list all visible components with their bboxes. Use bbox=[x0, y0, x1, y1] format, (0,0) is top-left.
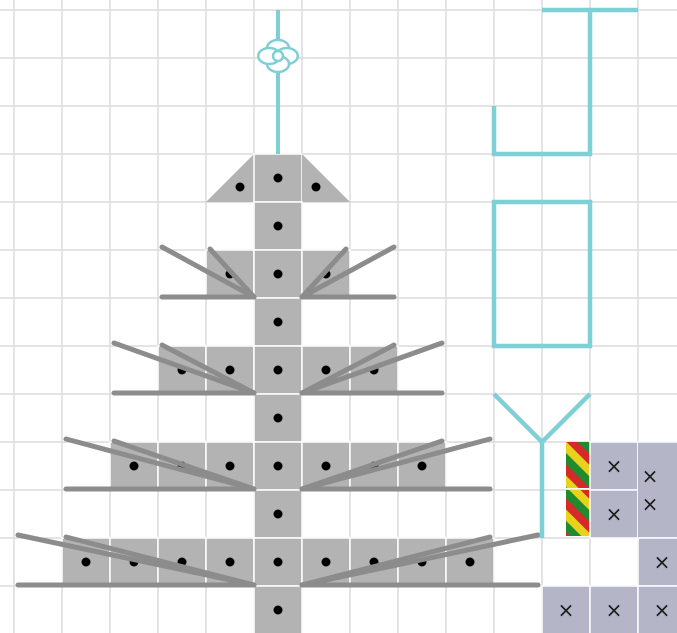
striped-column bbox=[566, 442, 590, 536]
french-knot-dot bbox=[322, 462, 331, 471]
french-knot-dot bbox=[226, 558, 235, 567]
cross-stitch-mark: × bbox=[606, 502, 623, 526]
french-knot-dot bbox=[274, 366, 283, 375]
stripe-cell bbox=[566, 490, 590, 536]
cross-stitch-mark: × bbox=[654, 550, 671, 574]
french-knot-dot bbox=[274, 510, 283, 519]
french-knot-dot bbox=[274, 414, 283, 423]
french-knot-dot bbox=[466, 558, 475, 567]
flower-center bbox=[273, 51, 283, 61]
cross-stitch-mark: × bbox=[606, 454, 623, 478]
french-knot-dot bbox=[226, 366, 235, 375]
cross-stitch-mark: × bbox=[558, 598, 575, 622]
french-knot-dot bbox=[236, 183, 245, 192]
french-knot-dot bbox=[274, 318, 283, 327]
french-knot-dot bbox=[312, 183, 321, 192]
tree-cell-edge bbox=[206, 154, 254, 202]
french-knot-dot bbox=[322, 558, 331, 567]
french-knot-dot bbox=[274, 558, 283, 567]
french-knot-dot bbox=[418, 462, 427, 471]
french-knot-dot bbox=[322, 366, 331, 375]
cross-stitch-mark: × bbox=[642, 464, 659, 488]
french-knot-dot bbox=[274, 222, 283, 231]
cross-stitch-mark: × bbox=[654, 598, 671, 622]
french-knot-dot bbox=[130, 462, 139, 471]
french-knot-dot bbox=[226, 462, 235, 471]
stripe-cell bbox=[566, 442, 590, 488]
cross-stitch-mark: × bbox=[642, 492, 659, 516]
french-knot-dot bbox=[274, 606, 283, 615]
french-knot-dot bbox=[274, 462, 283, 471]
french-knot-dot bbox=[274, 270, 283, 279]
french-knot-dot bbox=[82, 558, 91, 567]
french-knot-dot bbox=[274, 174, 283, 183]
flower-icon bbox=[258, 40, 298, 72]
cross-stitch-mark: × bbox=[606, 598, 623, 622]
tree-cell-edge bbox=[302, 154, 350, 202]
